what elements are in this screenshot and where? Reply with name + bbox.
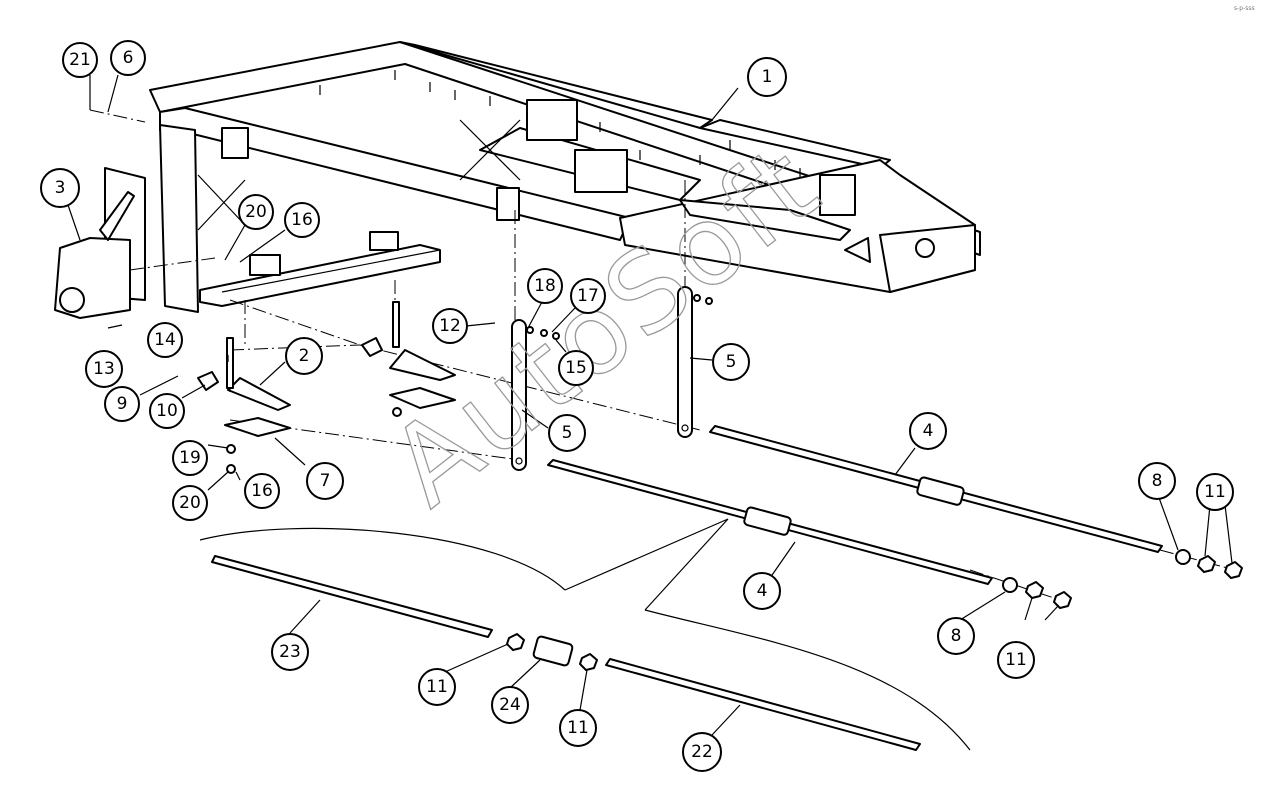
callout-13: 13 <box>85 350 123 388</box>
svg-text:13: 13 <box>93 359 115 379</box>
callout-19: 19 <box>172 440 208 476</box>
svg-text:11: 11 <box>567 718 589 738</box>
link-plates <box>511 286 713 471</box>
svg-text:5: 5 <box>726 352 737 372</box>
bracket-right <box>361 301 456 417</box>
callout-4b: 4 <box>743 572 781 610</box>
svg-text:3: 3 <box>55 178 66 198</box>
callout-18: 18 <box>527 268 563 304</box>
callout-6: 6 <box>110 40 146 76</box>
callout-8a: 8 <box>1138 462 1176 500</box>
callout-20b: 20 <box>172 485 208 521</box>
callout-16b: 16 <box>244 473 280 509</box>
callout-14: 14 <box>147 322 183 358</box>
coupler-assembly <box>54 167 146 319</box>
callout-21: 21 <box>62 42 98 78</box>
svg-text:2: 2 <box>299 346 310 366</box>
svg-text:19: 19 <box>179 448 201 468</box>
callout-1: 1 <box>747 57 787 97</box>
svg-text:24: 24 <box>499 695 521 715</box>
svg-text:7: 7 <box>320 471 331 491</box>
callout-5b: 5 <box>548 414 586 452</box>
callout-20a: 20 <box>238 194 274 230</box>
callout-8b: 8 <box>937 617 975 655</box>
svg-text:20: 20 <box>179 493 201 513</box>
callout-7: 7 <box>306 462 344 500</box>
svg-text:11: 11 <box>1005 650 1027 670</box>
svg-text:16: 16 <box>291 210 313 230</box>
callout-5a: 5 <box>712 343 750 381</box>
callout-3: 3 <box>40 168 80 208</box>
callout-16a: 16 <box>284 202 320 238</box>
svg-text:11: 11 <box>1204 482 1226 502</box>
svg-text:15: 15 <box>565 358 587 378</box>
callout-11b: 11 <box>997 641 1035 679</box>
callout-4a: 4 <box>909 412 947 450</box>
svg-text:17: 17 <box>577 286 599 306</box>
svg-text:4: 4 <box>757 581 768 601</box>
svg-text:22: 22 <box>691 742 713 762</box>
svg-text:5: 5 <box>562 423 573 443</box>
callout-17: 17 <box>570 278 606 314</box>
svg-text:18: 18 <box>534 276 556 296</box>
callout-11a: 11 <box>1196 473 1234 511</box>
callout-11d: 11 <box>559 709 597 747</box>
svg-text:20: 20 <box>245 202 267 222</box>
callout-2: 2 <box>285 337 323 375</box>
callout-9: 9 <box>104 386 140 422</box>
svg-text:16: 16 <box>251 481 273 501</box>
callout-22: 22 <box>682 732 722 772</box>
svg-text:6: 6 <box>123 48 134 68</box>
svg-text:10: 10 <box>156 401 178 421</box>
svg-text:9: 9 <box>117 394 128 414</box>
leader-lines <box>67 74 1233 751</box>
callout-23: 23 <box>271 633 309 671</box>
main-frame <box>149 41 981 313</box>
callout-11c: 11 <box>418 668 456 706</box>
svg-text:12: 12 <box>439 316 461 336</box>
svg-text:8: 8 <box>951 626 962 646</box>
callout-12: 12 <box>432 308 468 344</box>
callout-10: 10 <box>149 393 185 429</box>
svg-text:4: 4 <box>923 421 934 441</box>
callout-24: 24 <box>491 686 529 724</box>
svg-text:14: 14 <box>154 330 176 350</box>
svg-text:21: 21 <box>69 50 91 70</box>
corner-stamp: s-p-sss <box>1234 5 1255 12</box>
svg-text:8: 8 <box>1152 471 1163 491</box>
bracket-left <box>197 337 291 474</box>
svg-text:23: 23 <box>279 642 301 662</box>
shafts <box>211 425 1243 751</box>
callout-15: 15 <box>558 350 594 386</box>
svg-text:1: 1 <box>762 67 773 87</box>
svg-text:11: 11 <box>426 677 448 697</box>
